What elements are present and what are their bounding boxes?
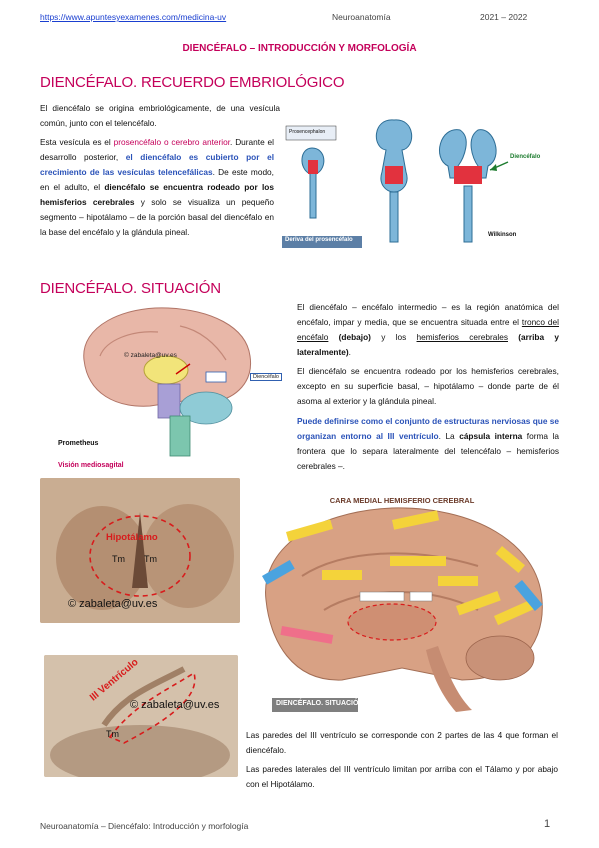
figure-credit: Wilkinson	[488, 232, 517, 238]
paragraph-surrounded: El diencéfalo se encuentra rodeado por l…	[297, 366, 559, 406]
footer-text: Neuroanatomía – Diencéfalo: Introducción…	[40, 821, 249, 831]
label-diencephalon-box: Diencéfalo	[250, 373, 282, 381]
telencephalic-growth-term: el diencéfalo es cubierto por el crecimi…	[40, 152, 274, 177]
hypothalamus-photo-drawing	[40, 478, 240, 623]
document-title: DIENCÉFALO – INTRODUCCIÓN Y MORFOLOGÍA	[182, 43, 417, 54]
label-prosencephalon: Prosencephalon	[289, 129, 326, 135]
page-number: 1	[544, 818, 551, 830]
figure-prosencephalon-derivation: Prosencephalon Diencéfalo Deriva del pro…	[282, 108, 562, 258]
label-tm-left: Tm	[112, 554, 125, 564]
header-year: 2021 – 2022	[480, 12, 528, 22]
paragraph-origin: El diencéfalo se origina embriológicamen…	[40, 103, 280, 128]
text-run: . La	[438, 431, 460, 441]
figure-caption: Visión mediosagital	[58, 462, 124, 469]
prometheus-credit: Prometheus	[58, 440, 99, 447]
header-subject: Neuroanatomía	[332, 12, 391, 22]
brainstem-term: tronco del encéfalo	[297, 317, 560, 342]
text-run: El diencéfalo – encéfalo intermedio – es…	[297, 302, 559, 327]
hemispheres-term: hemisferios cerebrales	[416, 332, 508, 342]
paragraph-prosencephalon: Esta vesícula es el prosencéfalo o cereb…	[40, 135, 274, 240]
watermark: © zabaleta@uv.es	[124, 352, 177, 359]
label-hypothalamus: Hipotálamo	[106, 532, 158, 543]
figure-hypothalamus-photo: Hipotálamo Tm Tm © zabaleta@uv.es	[40, 478, 240, 623]
third-ventricle-photo-drawing	[44, 655, 238, 777]
label-tm: Tm	[106, 729, 119, 739]
below-term: (debajo)	[328, 332, 371, 342]
label-tm-right: Tm	[144, 554, 157, 564]
figure-caption: Deriva del prosencéfalo	[285, 237, 353, 243]
text-run: y solo se visualiza un pequeño segmento …	[40, 197, 274, 237]
text-run: y los	[370, 332, 417, 342]
text-run: .	[348, 347, 351, 357]
text-run: forma la frontera que lo separa lateralm…	[297, 431, 559, 471]
medial-figure-title: CARA MEDIAL HEMISFERIO CEREBRAL	[329, 496, 475, 505]
section-heading-situation: DIENCÉFALO. SITUACIÓN	[40, 280, 221, 297]
medial-hemisphere-drawing	[262, 507, 543, 712]
watermark: © zabaleta@uv.es	[130, 699, 220, 711]
surrounded-term: diencéfalo se encuentra rodeado por los …	[40, 182, 274, 207]
source-url-link[interactable]: https://www.apuntesyexamenes.com/medicin…	[40, 12, 227, 22]
text-run: . De este modo, en el adulto, el	[40, 167, 274, 192]
text-run: Esta vesícula es el	[40, 137, 114, 147]
text-run: . Durante el desarrollo posterior,	[40, 137, 274, 162]
label-diencephalon: Diencéfalo	[510, 154, 541, 160]
third-ventricle-definition: Puede definirse como el conjunto de estr…	[297, 416, 559, 441]
sagittal-brain-drawing	[83, 307, 252, 457]
figure-third-ventricle-photo: III Ventrículo Tm © zabaleta@uv.es	[44, 655, 238, 777]
figure-midsagittal-view: © zabaleta@uv.es Diencéfalo Prometheus V…	[40, 300, 288, 470]
prosencephalon-diagram	[282, 119, 509, 248]
watermark: © zabaleta@uv.es	[68, 598, 158, 610]
internal-capsule-term: cápsula interna	[459, 431, 523, 441]
medial-figure-caption: DIENCÉFALO. SITUACIÓN	[276, 700, 364, 707]
above-term: (arriba y lateralmente)	[297, 332, 559, 357]
paragraph-lateral-walls: Las paredes laterales del III ventrículo…	[246, 764, 558, 789]
paragraph-third-ventricle: Puede definirse como el conjunto de estr…	[297, 414, 559, 474]
paragraph-ventricle-walls: Las paredes del III ventrículo se corres…	[246, 730, 558, 755]
section-heading-embryology: DIENCÉFALO. RECUERDO EMBRIOLÓGICO	[40, 74, 345, 91]
prosencephalon-term: prosencéfalo o cerebro anterior	[113, 137, 231, 147]
figure-medial-hemisphere: CARA MEDIAL HEMISFERIO CEREBRAL DIENCÉFA…	[242, 490, 562, 722]
paragraph-definition: El diencéfalo – encéfalo intermedio – es…	[297, 300, 559, 360]
